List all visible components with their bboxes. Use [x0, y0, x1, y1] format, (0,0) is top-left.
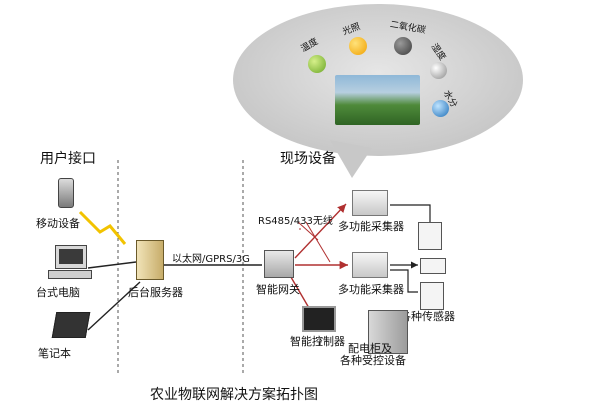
wireless-fan-2 [305, 221, 331, 263]
link-desktop-server [87, 261, 137, 269]
label-mobile: 移动设备 [36, 217, 80, 230]
cabinet-icon [368, 310, 408, 354]
label-laptop: 笔记本 [38, 347, 71, 360]
label-ethernet-link: 以太网/GPRS/3G [172, 254, 250, 265]
link-collector2-sensor-b [390, 269, 418, 293]
controller-icon [302, 306, 336, 332]
co2-icon [394, 37, 412, 55]
wireless-bolt-line [78, 210, 127, 245]
label-cabinet-line2: 各种受控设备 [340, 354, 406, 367]
link-collector1-sensor [390, 204, 431, 225]
section-user-interface: 用户接口 [40, 151, 96, 167]
label-controller: 智能控制器 [290, 335, 345, 348]
label-desktop: 台式电脑 [36, 286, 80, 299]
arrow-gateway-collector1 [294, 203, 347, 259]
label-sensors: 各种传感器 [400, 310, 455, 323]
greenhouse-photo [335, 75, 420, 125]
mobile-phone-icon [58, 178, 74, 208]
label-collector-1: 多功能采集器 [338, 220, 404, 233]
label-wireless-link: RS485/433无线 [258, 216, 333, 227]
link-laptop-server [87, 281, 141, 331]
collector-1-icon [352, 190, 388, 216]
water-drop-icon [432, 100, 449, 117]
sensor-probe-icon-1 [418, 222, 442, 250]
label-gateway: 智能网关 [256, 283, 300, 296]
server-icon [136, 240, 164, 280]
label-server: 后台服务器 [128, 286, 183, 299]
section-field-devices: 现场设备 [280, 151, 336, 167]
label-cabinet-line1: 配电柜及 [348, 342, 392, 355]
collector-2-icon [352, 252, 388, 278]
gateway-icon [264, 250, 294, 278]
label-collector-2: 多功能采集器 [338, 283, 404, 296]
keyboard-icon [48, 270, 92, 279]
desktop-monitor-icon [55, 245, 87, 269]
diagram-caption: 农业物联网解决方案拓扑图 [150, 387, 318, 403]
laptop-icon [51, 312, 91, 338]
temperature-icon [308, 55, 326, 73]
sensor-probe-icon-3 [420, 282, 444, 310]
sensor-probe-icon-2 [420, 258, 446, 274]
humidity-icon [430, 62, 447, 79]
sun-icon [349, 37, 367, 55]
